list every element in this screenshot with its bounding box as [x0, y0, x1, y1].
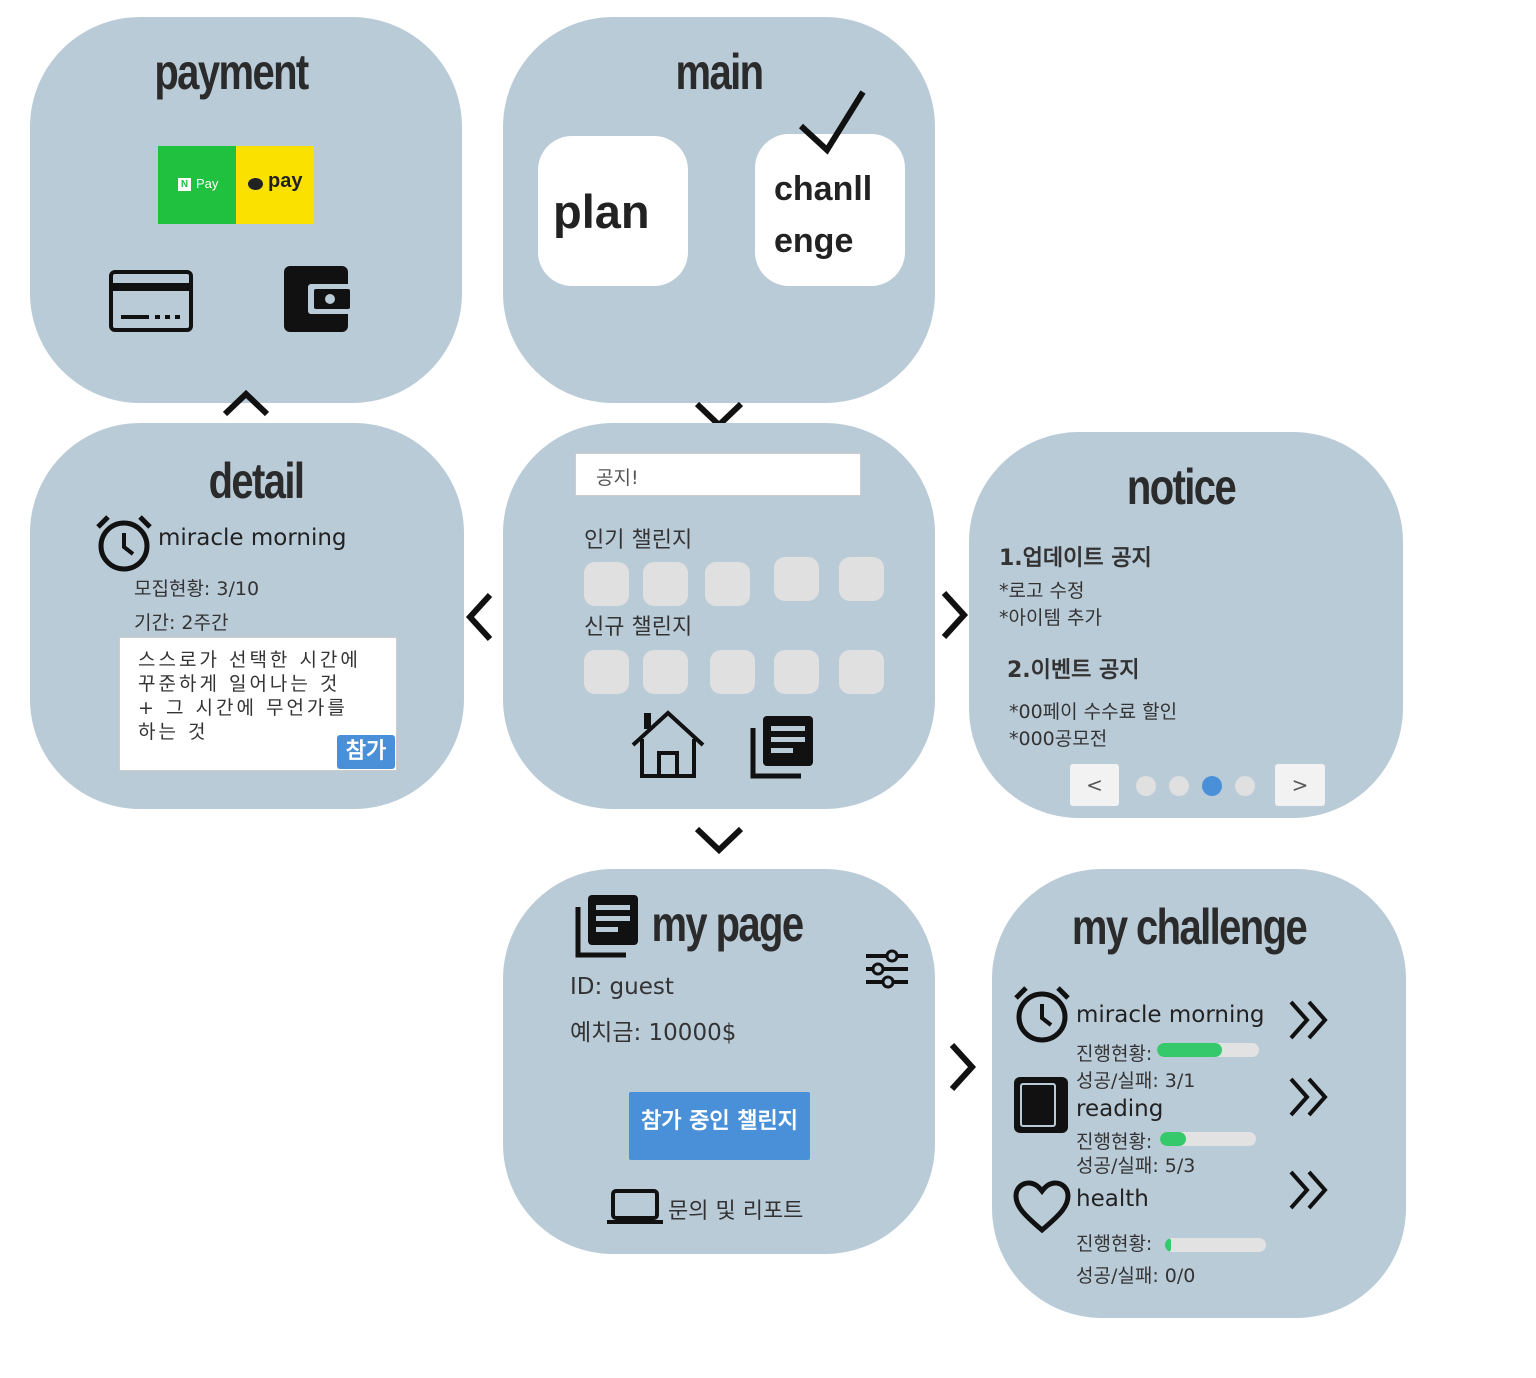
arrow-left-icon[interactable] [462, 591, 498, 643]
notice-section1-item: *아이템 추가 [999, 607, 1102, 629]
payment-title: payment [154, 44, 309, 100]
kakao-speech-icon [248, 178, 263, 190]
checkmark-icon [798, 90, 866, 155]
my-page-title: my page [651, 896, 804, 952]
my-challenge-title: my challenge [1071, 899, 1308, 955]
notice-section2-item: *00페이 수수료 할인 [1009, 701, 1178, 723]
challenge-button[interactable]: chanll enge [755, 134, 905, 286]
double-chevron-right-icon[interactable] [1287, 999, 1331, 1041]
arrow-up-icon[interactable] [221, 388, 271, 420]
arrow-right-icon[interactable] [944, 1041, 980, 1093]
plan-label: plan [553, 185, 650, 238]
detail-recruit-status: 모집현황: 3/10 [134, 578, 260, 600]
joined-challenges-button[interactable]: 참가 중인 챌린지 [629, 1092, 810, 1160]
alarm-clock-icon [96, 515, 152, 572]
laptop-icon[interactable] [607, 1188, 663, 1226]
popular-challenges-label: 인기 챌린지 [584, 528, 693, 553]
join-button[interactable]: 참가 [337, 735, 395, 769]
popular-challenge-tile[interactable] [584, 562, 629, 606]
pagination-dot[interactable] [1136, 776, 1156, 796]
kakao-pay-label: pay [268, 170, 303, 192]
progress-fill [1157, 1043, 1223, 1057]
arrow-right-icon[interactable] [936, 589, 972, 641]
library-icon[interactable] [749, 714, 815, 780]
pagination-dot[interactable] [1169, 776, 1189, 796]
success-fail-record: 성공/실패: 5/3 [1076, 1155, 1196, 1177]
settings-sliders-icon[interactable] [864, 948, 910, 990]
kakao-pay-button[interactable]: pay [236, 146, 314, 224]
detail-title: detail [208, 453, 305, 509]
detail-description: 스스로가 선택한 시간에 꾸준하게 일어나는 것 + 그 시간에 무언가를 하는… [138, 649, 361, 743]
popular-challenge-tile[interactable] [643, 562, 688, 606]
naver-pay-mark: N [178, 178, 191, 191]
notice-next-button[interactable]: > [1275, 764, 1325, 806]
naver-pay-label: Pay [196, 176, 219, 191]
notice-section1-item: *로고 수정 [999, 580, 1085, 602]
my-challenge-item-name: reading [1076, 1096, 1164, 1122]
credit-card-icon[interactable] [109, 270, 193, 332]
book-icon [1014, 1077, 1068, 1133]
notice-pagination [1136, 776, 1260, 796]
arrow-down-icon[interactable] [693, 823, 745, 855]
popular-challenge-tile[interactable] [774, 557, 819, 601]
user-id: ID: guest [570, 974, 674, 1000]
notice-prev-button[interactable]: < [1070, 764, 1119, 806]
progress-bar [1165, 1238, 1266, 1252]
home-icon[interactable] [630, 709, 706, 779]
contact-report-link[interactable]: 문의 및 리포트 [668, 1199, 804, 1224]
search-input[interactable]: 공지! [575, 453, 861, 496]
detail-challenge-name: miracle morning [158, 525, 347, 551]
popular-challenge-tile[interactable] [839, 557, 884, 601]
challenge-label-line1: chanll [774, 170, 873, 208]
progress-label: 진행현황: [1076, 1233, 1153, 1255]
notice-section2-title: 2.이벤트 공지 [1007, 658, 1140, 683]
challenge-label-line2: enge [774, 222, 854, 260]
wallet-icon[interactable] [284, 266, 354, 334]
success-fail-record: 성공/실패: 0/0 [1076, 1265, 1196, 1287]
search-input-value: 공지! [596, 467, 639, 489]
new-challenge-tile[interactable] [643, 650, 688, 694]
alarm-clock-icon [1014, 986, 1070, 1043]
my-page-screen [503, 869, 935, 1254]
success-fail-record: 성공/실패: 3/1 [1076, 1070, 1196, 1092]
new-challenge-tile[interactable] [839, 650, 884, 694]
double-chevron-right-icon[interactable] [1287, 1169, 1331, 1211]
progress-bar [1160, 1132, 1256, 1146]
progress-bar [1157, 1043, 1259, 1057]
progress-fill [1160, 1132, 1186, 1146]
notice-section2-item: *000공모전 [1009, 728, 1108, 750]
progress-fill [1165, 1238, 1172, 1252]
main-title: main [675, 44, 765, 100]
progress-label: 진행현황: [1076, 1043, 1153, 1065]
new-challenge-tile[interactable] [774, 650, 819, 694]
pagination-dot[interactable] [1235, 776, 1255, 796]
new-challenges-label: 신규 챌린지 [584, 615, 693, 640]
naver-pay-button[interactable]: N Pay [158, 146, 236, 224]
detail-period: 기간: 2주간 [134, 612, 229, 634]
my-challenge-item-name: miracle morning [1076, 1002, 1265, 1028]
heart-icon [1013, 1180, 1071, 1234]
notice-section1-title: 1.업데이트 공지 [999, 546, 1152, 571]
double-chevron-right-icon[interactable] [1287, 1076, 1331, 1118]
new-challenge-tile[interactable] [584, 650, 629, 694]
user-deposit: 예치금: 10000$ [570, 1020, 737, 1046]
pagination-dot-active[interactable] [1202, 776, 1222, 796]
notice-title: notice [1126, 459, 1237, 515]
progress-label: 진행현황: [1076, 1131, 1153, 1153]
popular-challenge-tile[interactable] [705, 562, 750, 606]
library-icon [575, 895, 638, 958]
detail-description-box: 스스로가 선택한 시간에 꾸준하게 일어나는 것 + 그 시간에 무언가를 하는… [119, 637, 397, 771]
new-challenge-tile[interactable] [710, 650, 755, 694]
my-challenge-item-name: health [1076, 1186, 1149, 1212]
notice-screen [969, 432, 1403, 818]
plan-button[interactable]: plan [538, 136, 688, 286]
